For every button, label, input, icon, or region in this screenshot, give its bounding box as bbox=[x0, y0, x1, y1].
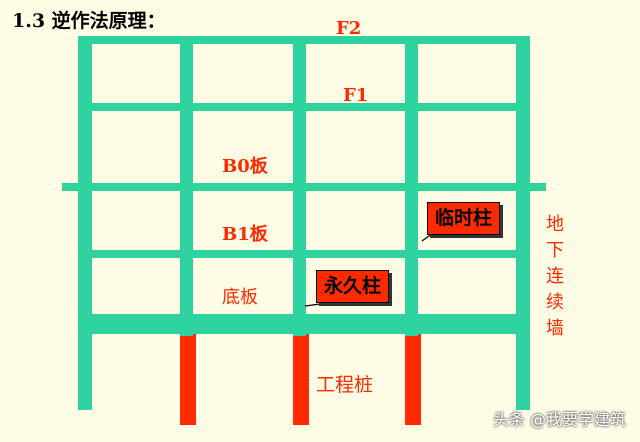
label-b1-slab: B1板 bbox=[222, 224, 268, 245]
label-b0-slab: B0板 bbox=[222, 156, 268, 177]
wall-label-char: 连 bbox=[546, 266, 564, 287]
callout-temporary-column: 临时柱 bbox=[427, 202, 501, 235]
left-wall bbox=[78, 36, 92, 410]
page-title: 1.3 逆作法原理： bbox=[12, 10, 166, 32]
slab-f1 bbox=[78, 103, 530, 111]
wall-label-char: 地 bbox=[546, 214, 564, 235]
watermark: 头条 @我要学建筑 bbox=[492, 410, 626, 429]
wall-label-char: 续 bbox=[546, 292, 564, 313]
pile-2 bbox=[293, 330, 309, 425]
wall-label-char: 墙 bbox=[546, 318, 564, 339]
label-f2: F2 bbox=[336, 18, 362, 39]
callout-permanent-column: 永久柱 bbox=[316, 270, 390, 303]
slab-b1 bbox=[78, 250, 530, 258]
right-wall bbox=[516, 36, 530, 410]
label-base-slab: 底板 bbox=[222, 287, 258, 308]
diaphragm-wall-label: 地 下 连 续 墙 bbox=[544, 212, 566, 342]
slab-f2 bbox=[78, 36, 530, 44]
wall-label-char: 下 bbox=[546, 240, 564, 261]
pile-3 bbox=[405, 330, 421, 425]
pile-label: 工程桩 bbox=[316, 374, 374, 396]
slab-base bbox=[78, 314, 530, 334]
pile-1 bbox=[180, 330, 196, 425]
label-f1: F1 bbox=[343, 85, 369, 106]
slab-b0 bbox=[62, 183, 546, 191]
